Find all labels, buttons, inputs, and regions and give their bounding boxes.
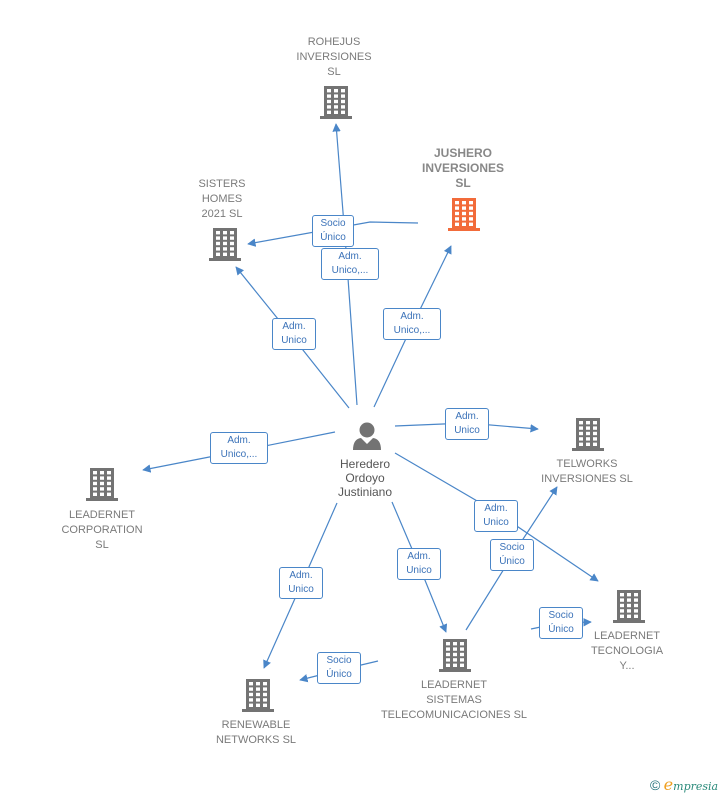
node-label-telworks[interactable]: TELWORKS INVERSIONES SL <box>541 458 633 485</box>
edge-label-adm-rohejus[interactable]: Adm. Unico,... <box>321 248 379 280</box>
empresia-logo: empresia <box>663 775 719 794</box>
edge-label-adm-corporation[interactable]: Adm. Unico,... <box>210 432 268 464</box>
edge-label-socio-telworks[interactable]: Socio Único <box>490 539 534 571</box>
node-label-renewable[interactable]: RENEWABLE NETWORKS SL <box>215 719 297 746</box>
edge-label-adm-renewable[interactable]: Adm. Unico <box>279 567 323 599</box>
edge-label-socio-rohejus[interactable]: Socio Único <box>312 215 354 247</box>
building-icon-rohejus[interactable] <box>320 86 352 119</box>
building-icon-leadernet-corporation[interactable] <box>86 468 118 501</box>
node-label-leadernet-tecnologia[interactable]: LEADERNET TECNOLOGIA Y... <box>590 630 664 672</box>
edge-label-adm-jushero[interactable]: Adm. Unico,... <box>383 308 441 340</box>
building-icon-leadernet-tecnologia[interactable] <box>613 590 645 623</box>
edge-label-adm-sisters[interactable]: Adm. Unico <box>272 318 316 350</box>
edge-label-adm-sistemas[interactable]: Adm. Unico <box>397 548 441 580</box>
icons-layer <box>86 86 645 712</box>
edge-label-socio-renewable[interactable]: Socio Único <box>317 652 361 684</box>
copyright-icon: © <box>650 777 661 793</box>
footer-brand[interactable]: © empresia <box>650 775 718 794</box>
edge-label-socio-tecnologia[interactable]: Socio Único <box>539 607 583 639</box>
node-label-person[interactable]: Heredero Ordoyo Justiniano <box>337 457 393 499</box>
edge-label-adm-tecnologia[interactable]: Adm. Unico <box>474 500 518 532</box>
building-icon-jushero[interactable] <box>448 198 480 231</box>
building-icon-renewable[interactable] <box>242 679 274 712</box>
person-icon[interactable] <box>353 422 381 451</box>
edge-jushero-sisters <box>247 221 419 247</box>
node-label-leadernet-corporation[interactable]: LEADERNET CORPORATION SL <box>61 509 143 551</box>
node-label-jushero[interactable]: JUSHERO INVERSIONES SL <box>421 146 505 190</box>
node-label-sisters[interactable]: SISTERS HOMES 2021 SL <box>198 178 246 220</box>
building-icon-leadernet-sistemas[interactable] <box>439 639 471 672</box>
building-icon-telworks[interactable] <box>572 418 604 451</box>
node-label-rohejus[interactable]: ROHEJUS INVERSIONES SL <box>296 36 372 78</box>
building-icon-sisters[interactable] <box>209 228 241 261</box>
edge-label-adm-telworks[interactable]: Adm. Unico <box>445 408 489 440</box>
node-label-leadernet-sistemas[interactable]: LEADERNET SISTEMAS TELECOMUNICACIONES SL <box>380 679 528 721</box>
